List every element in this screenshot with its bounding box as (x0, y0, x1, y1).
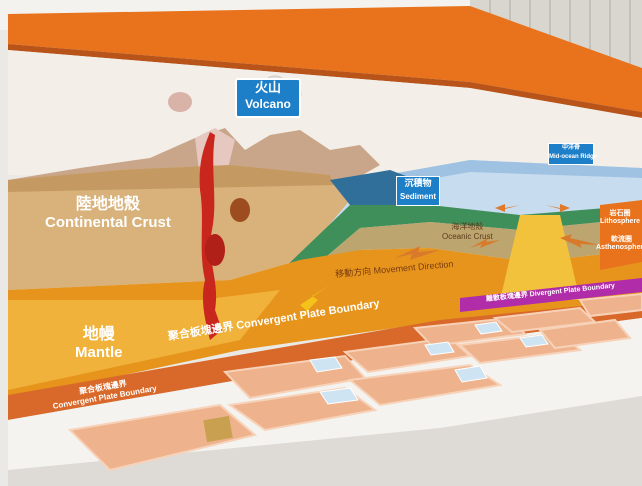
lava-bomb (168, 92, 192, 112)
counter-front (8, 396, 642, 486)
ridge-upwelling (500, 215, 580, 300)
magma-chamber (205, 234, 225, 266)
magma-blob (230, 198, 250, 222)
movement-arrows (296, 204, 600, 322)
right-edge-panel (600, 200, 642, 270)
top-orange-beam (8, 6, 642, 112)
info-card (538, 318, 632, 350)
ocean-surface (330, 160, 642, 195)
sediment-en: Sediment (399, 192, 436, 201)
lithosphere-zh: 岩石圈 (609, 210, 631, 217)
mantle-label: 地幔 Mantle (75, 320, 123, 361)
ridge-en: Mid-ocean Ridge (549, 154, 598, 160)
card-image (203, 415, 233, 443)
asthenosphere-label: 軟流圈 Asthenosphere (596, 236, 642, 252)
continental-crust-label: 陸地地殼 Continental Crust (45, 190, 171, 231)
beam-edge (8, 44, 642, 118)
sediment-zh: 沉積物 (404, 178, 432, 188)
volcano-sign: 火山 Volcano (235, 78, 301, 118)
info-card (578, 292, 642, 318)
asthenosphere-zh: 軟流圈 (610, 236, 632, 243)
mantle-zh: 地幔 (82, 326, 115, 343)
crust-top-edge (8, 165, 335, 192)
movement-zh: 移動方向 (334, 266, 372, 280)
oceanic-crust (230, 205, 642, 330)
oceanic-crust-en: Oceanic Crust (442, 232, 493, 241)
card-thumbnails (309, 321, 549, 405)
mid-ocean-ridge-sign: 中洋脊 Mid-ocean Ridge (548, 143, 598, 165)
volcano-label-zh: 火山 (254, 80, 281, 95)
diagram-sky (8, 50, 642, 180)
mantle (8, 248, 642, 400)
continental-crust-en: Continental Crust (45, 214, 171, 231)
oceanic-crust-label: 海洋地殼 Oceanic Crust (442, 222, 493, 242)
oceanic-crust-zh: 海洋地殼 (451, 222, 484, 231)
asthenosphere-en: Asthenosphere (596, 244, 642, 251)
divergent-strip (460, 278, 642, 312)
mantle-en: Mantle (75, 344, 123, 361)
continental-crust (8, 165, 350, 290)
continental-crust-zh: 陸地地殼 (75, 196, 140, 213)
lithosphere-label: 岩石圈 Lithosphere (600, 210, 640, 226)
ridge-zh: 中洋脊 (561, 145, 580, 151)
volcano-label-en: Volcano (245, 97, 291, 111)
lithosphere-en: Lithosphere (600, 218, 641, 225)
sediment-sign: 沉積物 Sediment (396, 176, 440, 206)
